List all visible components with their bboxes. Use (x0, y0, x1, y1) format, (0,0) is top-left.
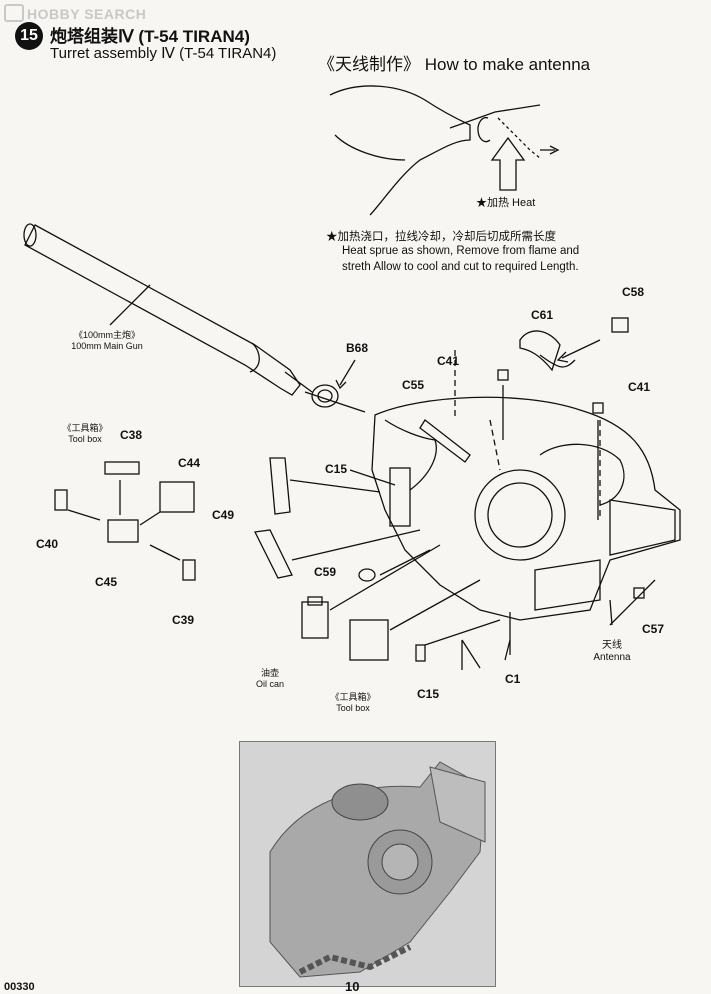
heat-label: ★加热 Heat (476, 197, 536, 209)
heat-instruction-en-1: Heat sprue as shown, Remove from flame a… (342, 245, 580, 257)
part-label-c15-b: C15 (417, 687, 440, 701)
step-title-cn: 炮塔组装Ⅳ (T-54 TIRAN4) (50, 27, 250, 46)
part-label-c57: C57 (642, 622, 665, 636)
toolbox-bottom-label: 《工具箱》 Tool box (330, 692, 376, 713)
part-label-b68: B68 (346, 341, 369, 355)
part-label-c58: C58 (622, 285, 645, 299)
logo-icon (4, 4, 24, 22)
part-label-c61: C61 (531, 308, 554, 322)
gun-barrel-drawing (24, 224, 301, 396)
part-label-c55: C55 (402, 378, 425, 392)
part-label-c44: C44 (178, 456, 201, 470)
part-label-c49: C49 (212, 508, 235, 522)
step-title-en: Turret assembly Ⅳ (T-54 TIRAN4) (50, 45, 277, 62)
part-label-c45: C45 (95, 575, 118, 589)
part-label-c59: C59 (314, 565, 337, 579)
part-label-c39: C39 (172, 613, 195, 627)
hand-drawing (329, 85, 471, 216)
toolbox-top-label: 《工具箱》 Tool box (62, 423, 108, 444)
step-number-badge: 15 (15, 22, 43, 50)
reference-photo (239, 741, 496, 987)
hobbysearch-watermark: HOBBY SEARCH (4, 4, 146, 22)
turret-photo-illustration (240, 742, 495, 986)
part-label-c40: C40 (36, 537, 59, 551)
heat-instruction-cn: ★加热浇口，拉线冷却，冷却后切成所需长度 (326, 231, 556, 243)
page-number: 10 (345, 979, 360, 994)
part-label-c15-a: C15 (325, 462, 348, 476)
part-label-c1: C1 (505, 672, 521, 686)
antenna-label: 天线 Antenna (593, 640, 631, 663)
turret-body-drawing (371, 396, 681, 621)
catalog-code: 00330 (4, 981, 35, 993)
part-label-c38: C38 (120, 428, 143, 442)
heat-instruction-en-2: streth Allow to cool and cut to required… (342, 261, 579, 273)
oil-can-label: 油壶 Oil can (255, 668, 284, 689)
part-label-c41-b: C41 (628, 380, 651, 394)
main-gun-label: 《100mm主炮》 100mm Main Gun (71, 330, 143, 351)
part-label-c41-a: C41 (437, 354, 460, 368)
antenna-howto-title: 《天线制作》 How to make antenna (318, 55, 591, 74)
